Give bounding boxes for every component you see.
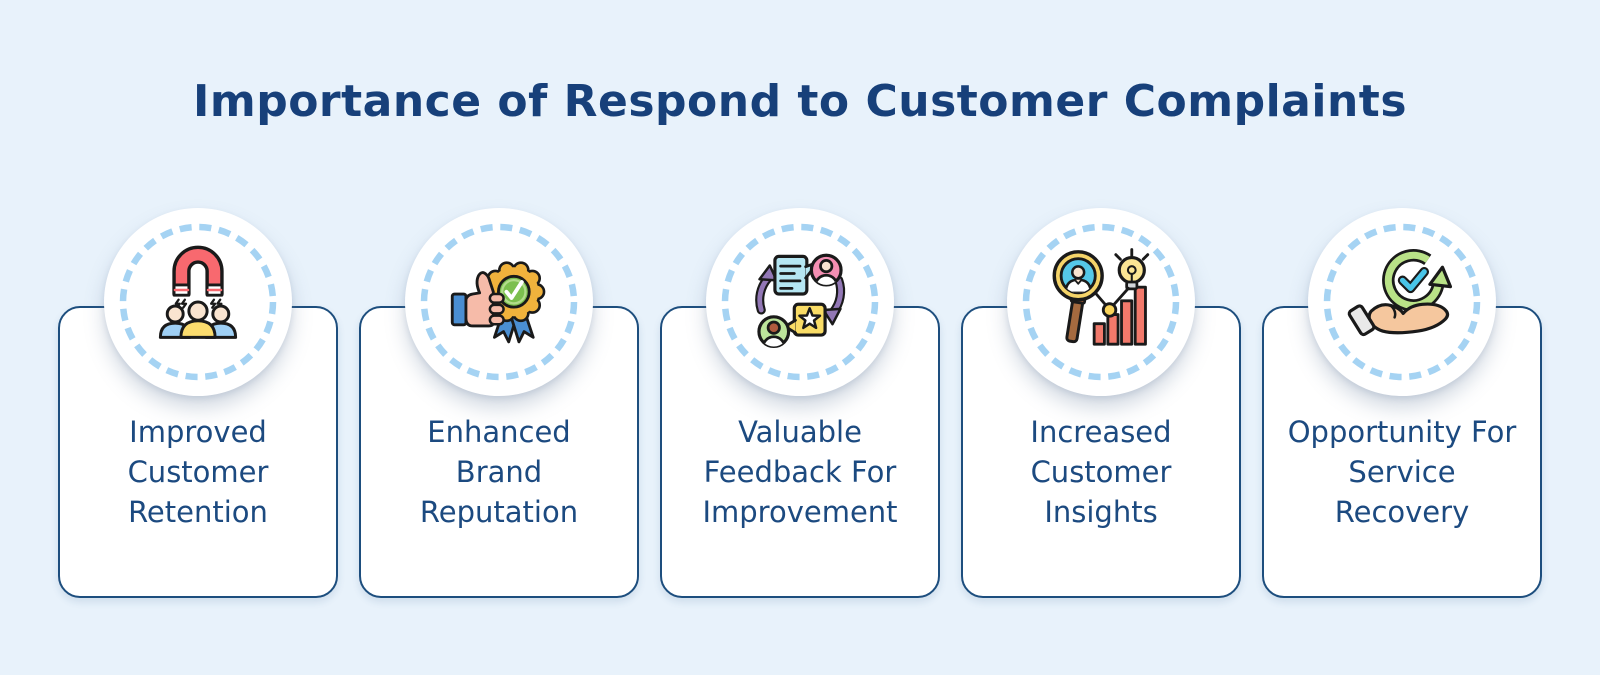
card-label: Improved Customer Retention	[60, 412, 336, 532]
card-label-line: Recovery	[1334, 495, 1470, 529]
badge-circle	[104, 208, 292, 396]
card-label-line: Service	[1348, 455, 1456, 489]
card-label-line: Customer	[1030, 455, 1172, 489]
cards-row: Improved Customer Retention	[58, 208, 1542, 598]
card-label: Valuable Feedback For Improvement	[662, 412, 938, 532]
card-label-line: Enhanced	[427, 415, 571, 449]
card-label-line: Insights	[1044, 495, 1158, 529]
page-title: Importance of Respond to Customer Compla…	[192, 76, 1408, 127]
card-label-line: Brand	[455, 455, 543, 489]
feedback-cycle-icon	[755, 253, 846, 349]
badge-circle	[405, 208, 593, 396]
card-label-line: Improved	[129, 415, 267, 449]
dashed-ring	[721, 223, 879, 381]
card-label-line: Retention	[128, 495, 268, 529]
insights-analysis-icon	[1052, 248, 1150, 346]
card-label-line: Improvement	[702, 495, 898, 529]
badge-circle	[706, 208, 894, 396]
hand-refresh-check-icon	[1347, 249, 1453, 337]
dashed-ring	[1323, 223, 1481, 381]
card-label: Increased Customer Insights	[963, 412, 1239, 532]
customer-magnet-icon	[158, 245, 238, 339]
card-enhanced-brand-reputation: Enhanced Brand Reputation	[359, 208, 639, 598]
thumbs-up-award-badge-icon	[450, 261, 546, 344]
badge-circle	[1308, 208, 1496, 396]
dashed-ring	[119, 223, 277, 381]
card-label: Opportunity For Service Recovery	[1264, 412, 1540, 532]
card-improved-customer-retention: Improved Customer Retention	[58, 208, 338, 598]
card-label-line: Customer	[127, 455, 269, 489]
card-increased-customer-insights: Increased Customer Insights	[961, 208, 1241, 598]
card-label-line: Valuable	[738, 415, 862, 449]
card-label-line: Reputation	[419, 495, 579, 529]
card-valuable-feedback: Valuable Feedback For Improvement	[660, 208, 940, 598]
dashed-ring	[420, 223, 578, 381]
card-service-recovery: Opportunity For Service Recovery	[1262, 208, 1542, 598]
card-label: Enhanced Brand Reputation	[361, 412, 637, 532]
card-label-line: Feedback For	[703, 455, 897, 489]
card-label-line: Opportunity For	[1287, 415, 1517, 449]
card-label-line: Increased	[1030, 415, 1172, 449]
badge-circle	[1007, 208, 1195, 396]
dashed-ring	[1022, 223, 1180, 381]
